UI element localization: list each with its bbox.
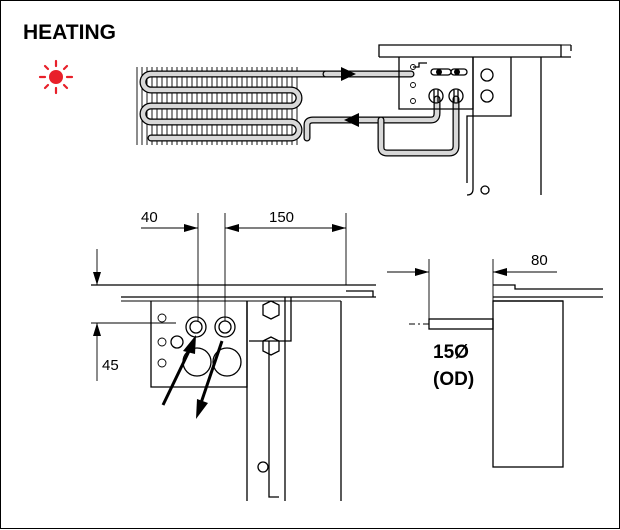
dimension-depth: 80 (531, 252, 548, 269)
pipe-size-label: 15Ø (433, 342, 469, 363)
valve-housing-top (378, 44, 572, 196)
front-view: 40 150 45 (91, 209, 376, 501)
diagram-title: HEATING (23, 21, 116, 44)
sun-burst-icon (38, 59, 74, 95)
side-view: 80 15Ø (OD) (387, 252, 603, 468)
pipe-type-label: (OD) (433, 369, 474, 390)
dimension-pipe-spacing: 150 (269, 209, 294, 226)
dimension-height: 45 (102, 357, 119, 374)
dimension-left-offset: 40 (141, 209, 158, 226)
heating-coil (136, 67, 460, 157)
